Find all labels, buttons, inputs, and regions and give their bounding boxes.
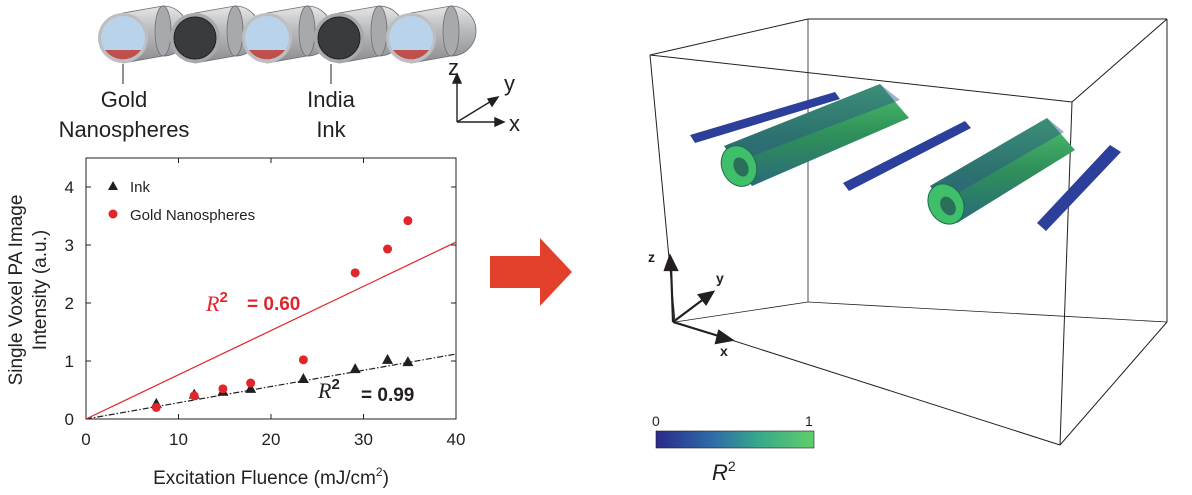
ink-point [349,363,361,374]
legend-ink-label: Ink [130,179,151,196]
ink-r2-symbol: R2 [317,376,340,403]
volume-axis-y: y [716,270,724,286]
tube-ink-2 [170,5,261,64]
tube-gold-3 [242,5,333,64]
gold-point [350,268,360,278]
colorbar: 0 1 R2 [652,413,815,485]
ink-point [382,353,394,364]
gold-point [189,391,199,401]
ink-point [297,372,309,383]
gold-point [246,378,256,388]
tube-schematic [98,5,477,64]
legend: Ink Gold Nanospheres [108,179,255,224]
gold-point [403,216,413,226]
y-tick-label: 0 [65,410,74,429]
y-tick-label: 4 [65,178,74,197]
schematic-axis-x: x [509,111,520,136]
legend-ink-marker [108,181,118,190]
data-points [150,216,414,412]
tube-left [720,84,909,187]
stripe-3 [1037,145,1121,231]
volume-blue-stripes [690,92,1121,231]
gold-r2-value: = 0.60 [247,294,300,315]
ink-label-line2: Ink [316,117,346,142]
transition-arrow [490,238,572,306]
volume-axis-z: z [648,249,655,265]
ink-r2-value: = 0.99 [361,385,414,406]
fit-line-gold [85,241,457,420]
x-tick-label: 40 [447,430,466,449]
volume-render [649,18,1168,446]
gold-point [151,402,161,412]
x-axis-label: Excitation Fluence (mJ/cm2) [153,465,389,489]
schematic-axes [451,72,506,128]
fit-line-ink [85,353,457,420]
x-tick-label: 0 [81,430,90,449]
tube-ink-4 [314,5,405,64]
ink-point [245,382,257,393]
gold-label-line1: Gold [101,87,147,112]
colorbar-label: R2 [712,458,736,485]
gold-point [298,355,308,365]
colorbar-max: 1 [805,413,813,429]
tube-right [927,118,1075,225]
stripe-1 [690,92,840,143]
y-axis-label-line1: Single Voxel PA Image [6,195,27,386]
gold-point [383,244,393,254]
gold-r2-symbol: R2 [205,289,228,316]
axis-ticks: 0 10 20 30 40 0 1 2 3 4 [65,158,466,449]
x-tick-label: 30 [354,430,373,449]
x-tick-label: 10 [169,430,188,449]
tube-gold-5 [386,5,477,64]
schematic-axis-y: y [504,71,515,96]
colorbar-gradient [655,430,815,449]
volume-axis-x: x [720,343,728,359]
chart: 0 10 20 30 40 0 1 2 3 4 Ink Gold Nanospheres R2 =… [6,157,466,489]
legend-gold-marker [108,209,118,219]
volume-axes [663,253,735,345]
colorbar-min: 0 [652,413,660,429]
gold-label-line2: Nanospheres [59,117,190,142]
plot-frame [85,157,457,420]
volume-green-tubes [720,84,1075,225]
stripe-2 [843,121,971,191]
schematic-axis-z: z [448,55,459,80]
ink-label-line1: India [307,87,355,112]
y-tick-label: 3 [65,236,74,255]
y-tick-label: 2 [65,294,74,313]
x-tick-label: 20 [262,430,281,449]
fit-lines [85,241,457,420]
ink-point [402,356,414,367]
tube-gold-1 [98,5,189,64]
legend-gold-label: Gold Nanospheres [130,207,255,224]
y-axis-label-line2: Intensity (a.u.) [30,230,51,350]
y-tick-label: 1 [65,352,74,371]
gold-point [218,384,228,394]
